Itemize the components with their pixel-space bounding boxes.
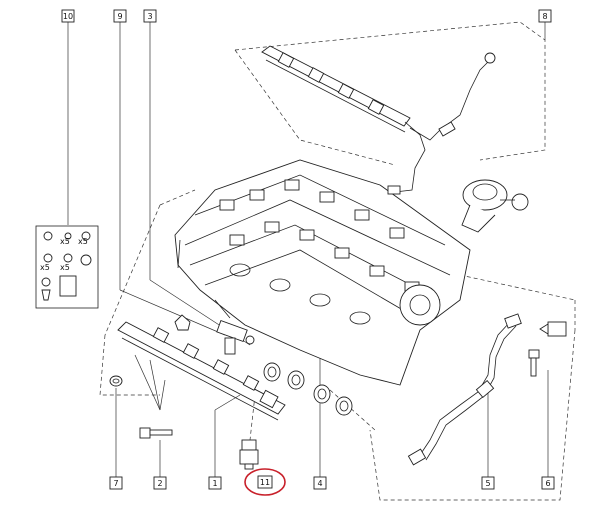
callout-1-label: 1 <box>212 479 217 488</box>
high-pressure-pump <box>461 179 529 233</box>
callout-5: 5 <box>481 476 495 490</box>
part-4-seal-rings <box>263 362 353 416</box>
cylinder-ports <box>229 263 371 325</box>
part-11-pressure-sensor <box>239 439 259 470</box>
cylinder-head <box>174 159 471 386</box>
callout-10: 10 <box>61 9 75 23</box>
callout-2-label: 2 <box>157 479 162 488</box>
callout-8: 8 <box>538 9 552 23</box>
callout-7: 7 <box>109 476 123 490</box>
callout-5-label: 5 <box>485 479 490 488</box>
callout-4: 4 <box>313 476 327 490</box>
part-2-bolt <box>139 427 173 439</box>
part-7-plug <box>109 375 123 387</box>
part-6-bolt <box>528 349 540 377</box>
kit-qty-1: x5 <box>60 237 70 246</box>
callout-11: 11 <box>244 468 286 496</box>
part-9-injector <box>216 319 255 355</box>
callout-9-label: 9 <box>117 12 122 21</box>
assembly-dashed-lines <box>99 21 576 501</box>
part-5-fuel-pipe <box>407 313 522 466</box>
callout-10-label: 10 <box>63 12 73 21</box>
callout-9: 9 <box>113 9 127 23</box>
callout-11-label: 11 <box>260 478 270 487</box>
part-3-clamp <box>174 314 191 331</box>
kit-qty-2: x5 <box>78 237 88 246</box>
callout-1: 1 <box>208 476 222 490</box>
callout-6-label: 6 <box>545 479 550 488</box>
connector-icon <box>539 321 567 337</box>
callout-11-highlight-ring <box>244 468 286 496</box>
kit-qty-3: x5 <box>40 263 50 272</box>
callout-7-label: 7 <box>113 479 118 488</box>
kit-qty-4: x5 <box>60 263 70 272</box>
callout-4-label: 4 <box>317 479 322 488</box>
callout-3: 3 <box>143 9 157 23</box>
part-1-fuel-rail <box>117 321 286 421</box>
part-10-kit: x5 x5 x5 x5 <box>35 225 99 309</box>
callout-3-label: 3 <box>147 12 152 21</box>
callout-2: 2 <box>153 476 167 490</box>
part-8-fuel-rail-assembly <box>261 45 496 195</box>
callout-6: 6 <box>541 476 555 490</box>
leader-lines <box>67 22 549 477</box>
callout-8-label: 8 <box>542 12 547 21</box>
